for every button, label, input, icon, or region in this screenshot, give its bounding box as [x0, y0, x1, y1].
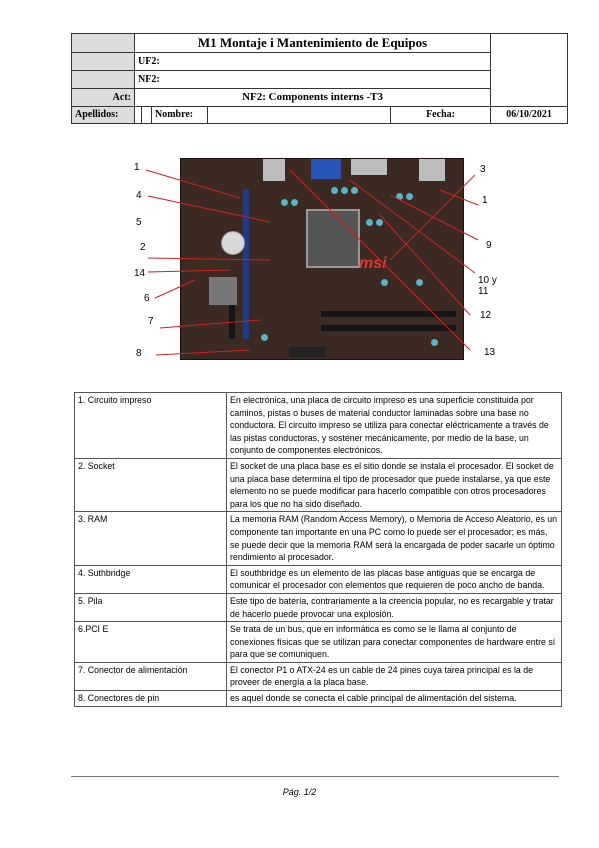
header-title: M1 Montaje i Mantenimiento de Equipos [133, 32, 492, 54]
definition-text: El southbridge es un elemento de las pla… [226, 564, 562, 594]
definition-term: 4. Suthbridge [74, 564, 227, 594]
uf-label: UF2: [133, 52, 492, 71]
motherboard-figure: msi 1 4 5 2 14 6 7 8 3 1 9 10 y 11 12 13 [130, 150, 510, 370]
definition-term: 2. Socket [74, 457, 227, 513]
definition-text: Este tipo de batería, contrariamente a l… [226, 592, 562, 623]
nombre-field[interactable] [207, 105, 391, 125]
callout-14: 14 [134, 268, 146, 279]
fecha-value: 06/10/2021 [490, 105, 569, 125]
callout-1-left: 1 [134, 162, 140, 173]
callout-1-right: 1 [482, 195, 488, 206]
callout-9: 9 [486, 240, 492, 251]
activity-title: NF2: Components interns -T3 [133, 88, 492, 107]
callout-3: 3 [480, 164, 486, 175]
definition-text: es aquel donde se conecta el cable princ… [226, 690, 562, 707]
nombre-label: Nombre: [151, 105, 208, 125]
nombre-spacer [141, 105, 152, 125]
apellidos-label: Apellidos: [71, 105, 135, 125]
callout-4: 4 [136, 190, 142, 201]
callout-7: 7 [148, 316, 154, 327]
act-label: Act: [71, 88, 135, 107]
definition-text: El conector P1 o ATX-24 es un cable de 2… [226, 661, 562, 692]
definition-text: El socket de una placa base es el sitio … [226, 457, 562, 513]
header-blank-left [71, 32, 135, 54]
callout-12: 12 [480, 310, 492, 321]
document-header-table: M1 Montaje i Mantenimiento de Equipos UF… [71, 32, 569, 125]
definition-term: 5. Pila [74, 592, 227, 623]
definition-term: 1. Circuito impreso [74, 392, 227, 459]
nf-label: NF2: [133, 69, 492, 90]
motherboard-image: msi [180, 158, 464, 360]
callout-8: 8 [136, 348, 142, 359]
definition-text: La memoria RAM (Random Access Memory), o… [226, 511, 562, 566]
definition-term: 3. RAM [74, 511, 227, 566]
callout-lines [145, 169, 479, 356]
callout-6: 6 [144, 293, 150, 304]
callout-10-11: 10 y 11 [478, 275, 497, 297]
callout-5: 5 [136, 217, 142, 228]
header-blank-right [490, 33, 569, 107]
apellidos-field[interactable] [134, 105, 142, 125]
definition-term: 7. Conector de alimentación [74, 661, 227, 692]
fecha-label: Fecha: [389, 105, 492, 125]
callout-2: 2 [140, 242, 146, 253]
callout-13: 13 [484, 347, 496, 358]
footer-divider [71, 776, 559, 777]
page-number: Pág. 1/2 [282, 787, 317, 797]
definition-term: 8. Conectores de pin [74, 690, 227, 707]
definition-text: En electrónica, una placa de circuito im… [226, 392, 562, 459]
definition-term: 6.PCI E [74, 621, 227, 663]
definition-text: Se trata de un bus, que en informática e… [226, 621, 562, 663]
